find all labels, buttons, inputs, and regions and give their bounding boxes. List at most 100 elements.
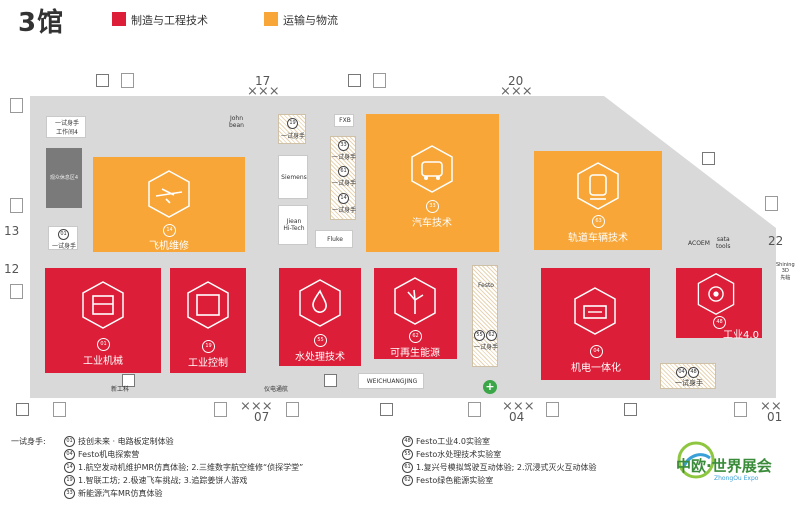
booth-label-rail: 轨道车辆技术 xyxy=(568,233,628,244)
gate-17-icon[interactable]: ⨯⨯⨯ xyxy=(247,84,280,99)
escalator-icon xyxy=(122,374,135,387)
first-aid-icon: + xyxy=(483,380,497,394)
booth-33-61-14-small[interactable]: 33 一试身手 61 一试身手 14 一试身手 xyxy=(330,136,356,220)
booth-num-48-small: 48 xyxy=(688,367,699,378)
booth-siemens[interactable]: Siemens xyxy=(278,155,308,199)
booth-weichuangjing[interactable]: WEICHUANGJING xyxy=(358,373,424,389)
booth-num-04: 04 xyxy=(590,345,603,358)
booth-label-industry4: 工业4.0 xyxy=(723,330,759,341)
visitor-rest-area-4: 观众休息区4 xyxy=(46,148,82,208)
yishi-label: 一试身手 xyxy=(331,180,356,187)
fluke-label: Fluke xyxy=(327,236,343,243)
booth-industrial-machinery[interactable]: 01 工业机械 xyxy=(45,268,161,373)
booth-industry-4[interactable]: 48 工业4.0 xyxy=(676,268,762,341)
booth-industrial-control[interactable]: 19 工业控制 xyxy=(170,268,246,373)
sata-label: sata tools xyxy=(716,236,731,250)
stairs-icon xyxy=(96,74,109,87)
legend-label-transport: 运输与物流 xyxy=(283,14,338,27)
expo-logo-sub: ZhongOu Expo xyxy=(714,475,759,482)
gate-04-label: 04 xyxy=(509,410,525,424)
booth-19-small[interactable]: 19 一试身手 xyxy=(278,114,306,144)
booth-label-control: 工业控制 xyxy=(188,358,228,369)
john-bean-label: John bean xyxy=(229,115,244,129)
gate-07-icon[interactable]: ⨯⨯⨯ xyxy=(240,399,273,414)
booth-num-14: 14 xyxy=(163,224,176,237)
yishi-label: 一试身手 xyxy=(280,133,305,140)
gate-07-label: 07 xyxy=(254,410,270,424)
restroom-icon xyxy=(286,402,299,417)
booth-num-61-small: 61 xyxy=(338,166,349,177)
gate-04-icon[interactable]: ⨯⨯⨯ xyxy=(502,399,535,414)
booth-num-55: 55 xyxy=(314,334,327,347)
booth-water-treatment[interactable]: 55 水处理技术 xyxy=(279,268,361,366)
gate-22-label: 22 xyxy=(768,234,784,248)
booth-num-62-small: 62 xyxy=(486,330,497,341)
booth-num-01-small: 01 xyxy=(58,229,69,240)
mechatronics-icon xyxy=(574,287,616,335)
booth-num-62: 62 xyxy=(409,330,422,343)
legend-swatch-transport xyxy=(264,12,278,26)
jiean-label: Jiean Hi-Tech xyxy=(283,218,305,232)
booth-01-small[interactable]: 01 一试身手 xyxy=(48,226,78,250)
restroom-icon xyxy=(214,402,227,417)
acoem-label: ACOEM xyxy=(688,240,710,247)
booth-num-19: 19 xyxy=(202,340,215,353)
gate-20-icon[interactable]: ⨯⨯⨯ xyxy=(500,84,533,99)
restroom-icon xyxy=(10,284,23,299)
restroom-icon xyxy=(546,402,559,417)
booth-rail-vehicle[interactable]: 63 轨道车辆技术 xyxy=(534,151,662,250)
booth-label-automotive: 汽车技术 xyxy=(412,218,452,229)
booth-mechatronics[interactable]: 04 机电一体化 xyxy=(541,268,650,380)
booth-num-04-small: 04 xyxy=(676,367,687,378)
hall-title: 3馆 xyxy=(18,8,65,38)
booth-fluke[interactable]: Fluke xyxy=(315,230,353,248)
expo-logo: 中欧·世界展会 xyxy=(676,457,772,475)
booth-num-19-small: 19 xyxy=(287,118,298,129)
booth-num-48: 48 xyxy=(713,316,726,329)
booth-aircraft-maintenance[interactable]: 14 飞机维修 xyxy=(93,157,245,252)
booth-label-mechatronics: 机电一体化 xyxy=(571,363,621,374)
restroom-icon xyxy=(53,402,66,417)
booth-num-33: 33 xyxy=(426,200,439,213)
weichuangjing-label: WEICHUANGJING xyxy=(366,378,418,385)
booth-fxb[interactable]: FXB xyxy=(334,114,354,127)
yishi-label: 一试身手 xyxy=(675,379,703,387)
workshop-label: 一试身手 工作间4 xyxy=(54,120,79,136)
yishi-label: 一试身手 xyxy=(331,154,356,161)
gate-17-label: 17 xyxy=(255,74,271,88)
booth-label-machinery: 工业机械 xyxy=(83,356,123,367)
water-drop-icon xyxy=(299,279,341,327)
restroom-icon xyxy=(468,402,481,417)
booth-label-aircraft: 飞机维修 xyxy=(149,241,189,252)
booth-workshop-4[interactable]: 一试身手 工作间4 xyxy=(46,116,86,138)
stairs-icon xyxy=(380,403,393,416)
booth-num-55-small: 55 xyxy=(474,330,485,341)
airplane-icon xyxy=(148,170,190,218)
restroom-icon xyxy=(734,402,747,417)
restroom-icon xyxy=(373,73,386,88)
booth-jiean[interactable]: Jiean Hi-Tech xyxy=(278,205,308,245)
expo-globe-icon xyxy=(677,441,715,479)
escalator-icon xyxy=(702,152,715,165)
booth-automotive[interactable]: 33 汽车技术 xyxy=(366,114,499,252)
machine-icon xyxy=(82,281,124,329)
booth-04-48-small[interactable]: 04 48 一试身手 xyxy=(660,363,716,389)
gate-13-label: 13 xyxy=(4,224,20,238)
yidian-label: 仪电通航 xyxy=(264,386,289,393)
booth-renewable-energy[interactable]: 62 可再生能源 xyxy=(374,268,457,359)
restroom-icon xyxy=(10,98,23,113)
restroom-icon xyxy=(10,198,23,213)
booth-festo[interactable]: Festo 55 62 一试身手 xyxy=(472,265,498,367)
booth-label-water: 水处理技术 xyxy=(295,352,345,363)
yishi-label: 一试身手 xyxy=(51,243,76,250)
gate-01-icon[interactable]: ⨯⨯ xyxy=(760,399,782,414)
